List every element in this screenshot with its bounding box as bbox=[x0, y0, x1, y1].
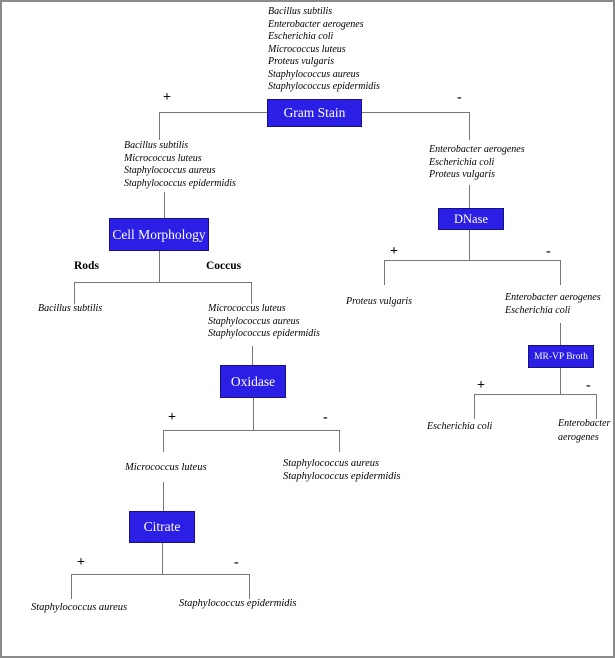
connector-line bbox=[474, 394, 596, 395]
connector-line bbox=[159, 112, 160, 140]
connector-line bbox=[164, 192, 165, 218]
connector-line bbox=[560, 368, 561, 394]
connector-line bbox=[251, 282, 252, 304]
mrvp-positive-list: Escherichia coli bbox=[427, 421, 492, 434]
connector-line bbox=[560, 323, 561, 345]
mrvp-positive-sign: + bbox=[477, 378, 485, 393]
connector-line bbox=[469, 185, 470, 208]
organism-name: Staphylococcus epidermidis bbox=[179, 598, 297, 609]
organism-name: Staphylococcus aureus bbox=[31, 602, 128, 613]
connector-line bbox=[162, 543, 163, 574]
citrate-positive-sign: + bbox=[77, 555, 85, 570]
citrate-positive-list: Staphylococcus aureus bbox=[31, 601, 127, 614]
connector-line bbox=[252, 346, 253, 365]
oxidase-negative-sign: - bbox=[323, 410, 328, 425]
connector-line bbox=[384, 260, 560, 261]
organism-name: Micrococcus luteus bbox=[125, 462, 207, 473]
connector-line bbox=[159, 112, 267, 113]
connector-line bbox=[560, 260, 561, 285]
connector-line bbox=[71, 574, 72, 599]
oxidase-positive-list: Micrococcus luteus bbox=[125, 461, 207, 474]
node-citrate: Citrate bbox=[129, 511, 195, 543]
node-oxidase: Oxidase bbox=[220, 365, 286, 398]
oxidase-positive-sign: + bbox=[168, 410, 176, 425]
organism-name: Staphylococcus epidermidis bbox=[283, 471, 401, 482]
gram-positive-sign: + bbox=[163, 90, 171, 105]
organism-name: Micrococcus luteus bbox=[208, 303, 286, 314]
organism-name: Staphylococcus epidermidis bbox=[268, 81, 380, 92]
gram-negative-sign: - bbox=[457, 90, 462, 105]
connector-line bbox=[74, 282, 75, 304]
organism-name: Enterobacter aerogenes bbox=[429, 144, 525, 155]
node-dnase: DNase bbox=[438, 208, 504, 230]
organism-name: Micrococcus luteus bbox=[268, 43, 346, 55]
organism-name: Escherichia coli bbox=[505, 304, 571, 316]
organism-name: Escherichia coli bbox=[427, 421, 493, 432]
organism-name: Bacillus subtilis bbox=[268, 6, 333, 17]
organism-name: Proteus vulgaris bbox=[346, 296, 413, 307]
organism-name: Staphylococcus epidermidis bbox=[124, 177, 236, 189]
mrvp-negative-list: Enterobacter aerogenes bbox=[558, 417, 613, 445]
connector-line bbox=[163, 430, 339, 431]
connector-line bbox=[74, 282, 251, 283]
dnase-negative-sign: - bbox=[546, 244, 551, 259]
organism-name: Staphylococcus aureus bbox=[283, 458, 380, 469]
organism-name: Staphylococcus aureus bbox=[208, 315, 300, 327]
organism-name: Enterobacter aerogenes bbox=[268, 18, 364, 30]
organism-name: Staphylococcus aureus bbox=[268, 68, 360, 80]
organism-name: Micrococcus luteus bbox=[124, 152, 202, 164]
mrvp-negative-sign: - bbox=[586, 378, 591, 393]
organism-name: Proteus vulgaris bbox=[268, 56, 335, 67]
node-cell-morphology: Cell Morphology bbox=[109, 218, 209, 251]
citrate-negative-list: Staphylococcus epidermidis bbox=[179, 597, 297, 610]
organism-name: Staphylococcus epidermidis bbox=[208, 328, 320, 339]
connector-line bbox=[249, 574, 250, 599]
organism-name: Enterobacter aerogenes bbox=[558, 418, 611, 443]
connector-line bbox=[163, 430, 164, 452]
connector-line bbox=[339, 430, 340, 452]
organism-name: Bacillus subtilis bbox=[124, 140, 189, 151]
citrate-negative-sign: - bbox=[234, 555, 239, 570]
connector-line bbox=[362, 112, 469, 113]
connector-line bbox=[384, 260, 385, 285]
connector-line bbox=[474, 394, 475, 419]
connector-line bbox=[163, 482, 164, 511]
organism-name: Enterobacter aerogenes bbox=[505, 292, 601, 303]
coccus-label: Coccus bbox=[206, 260, 242, 272]
organism-name: Bacillus subtilis bbox=[38, 303, 103, 314]
organism-name: Escherichia coli bbox=[268, 31, 334, 42]
dnase-positive-list: Proteus vulgaris bbox=[346, 296, 412, 309]
connector-line bbox=[71, 574, 249, 575]
connector-line bbox=[596, 394, 597, 419]
organism-name: Escherichia coli bbox=[429, 156, 495, 168]
connector-line bbox=[253, 398, 254, 430]
connector-line bbox=[469, 230, 470, 260]
node-gram-stain: Gram Stain bbox=[267, 99, 362, 127]
dnase-positive-sign: + bbox=[390, 244, 398, 259]
connector-line bbox=[469, 112, 470, 140]
connector-line bbox=[159, 251, 160, 282]
rods-label: Rods bbox=[74, 260, 99, 272]
organism-name: Proteus vulgaris bbox=[429, 169, 496, 180]
organism-name: Staphylococcus aureus bbox=[124, 165, 216, 176]
node-mrvp-broth: MR-VP Broth bbox=[528, 345, 594, 368]
rods-result-list: Bacillus subtilis bbox=[38, 303, 102, 316]
